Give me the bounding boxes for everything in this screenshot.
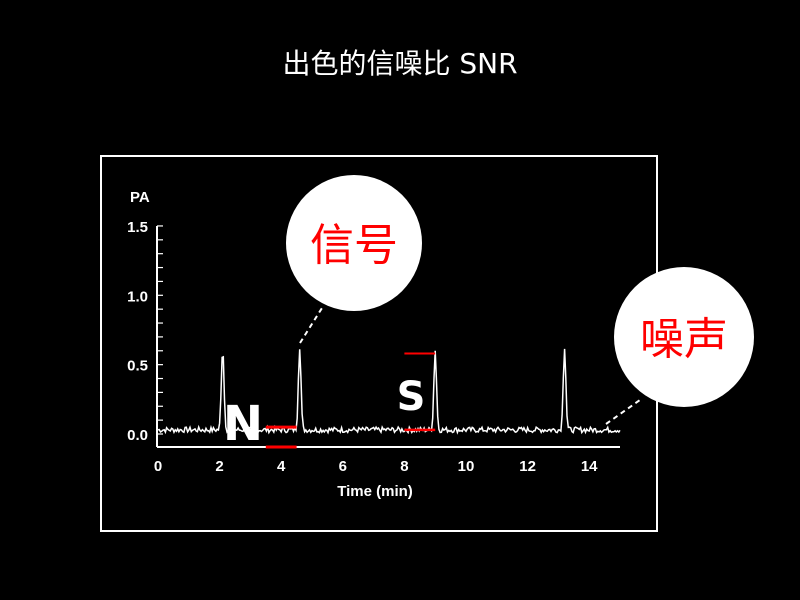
noise-bubble	[614, 267, 754, 407]
slide-title: 出色的信噪比 SNR	[282, 47, 518, 80]
x-tick-label: 2	[215, 458, 223, 475]
noise-callout-line	[605, 399, 641, 425]
noise-bubble-text: 噪声	[640, 314, 728, 365]
signal-bubble-text: 信号	[310, 220, 398, 271]
x-tick-label: 0	[154, 458, 162, 475]
x-tick-label: 10	[458, 458, 475, 475]
signal-trace	[157, 348, 621, 435]
y-tick-label: 1.5	[127, 219, 148, 236]
x-tick-label: 8	[400, 458, 408, 475]
noise-letter: N	[223, 396, 263, 452]
x-tick-label: 6	[339, 458, 347, 475]
x-axis-label: Time (min)	[337, 483, 413, 500]
y-tick-label: 1.0	[127, 288, 148, 305]
signal-letter: S	[397, 374, 426, 420]
y-axis-label: PA	[130, 189, 150, 206]
y-tick-label: 0.5	[127, 358, 148, 375]
x-tick-label: 12	[519, 458, 536, 475]
signal-bubble	[286, 175, 422, 311]
signal-callout-line	[299, 307, 323, 344]
x-tick-label: 4	[277, 458, 286, 475]
y-tick-label: 0.0	[127, 427, 148, 444]
x-tick-label: 14	[581, 458, 598, 475]
